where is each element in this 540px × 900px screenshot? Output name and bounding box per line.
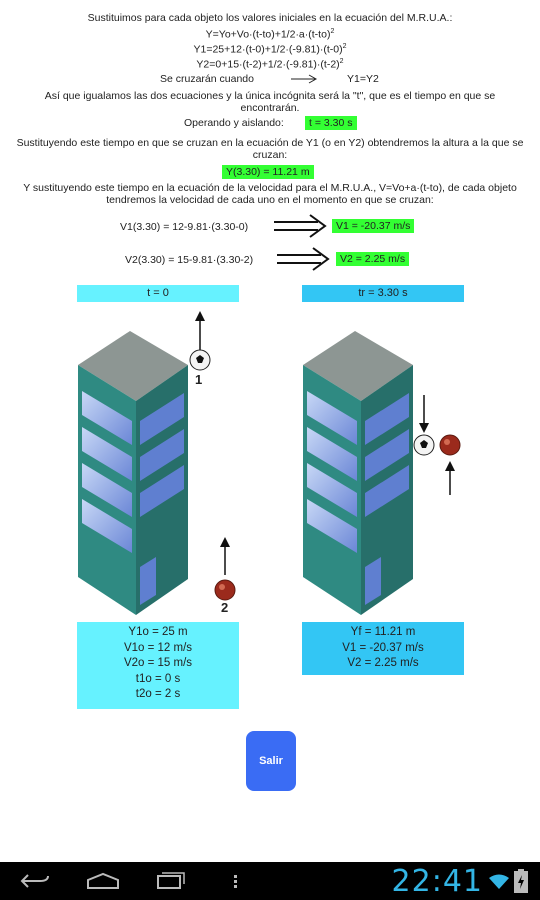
basketball-icon xyxy=(214,579,236,601)
status-clock: 22:41 xyxy=(391,864,483,899)
arrow-down-icon xyxy=(419,395,429,433)
operate-label: Operando y aislando: xyxy=(184,117,284,129)
v1-equation: V1(3.30) = 12-9.81·(3.30-0) xyxy=(120,221,249,233)
info-line: V2 = 2.25 m/s xyxy=(347,657,419,669)
navigation-bar: 22:41 xyxy=(0,862,540,900)
ball-2-label: 2 xyxy=(221,600,229,615)
right-info-panel: Yf = 11.21 m V1 = -20.37 m/s V2 = 2.25 m… xyxy=(302,622,464,675)
right-arrow-icon xyxy=(291,74,318,84)
info-line: t1o = 0 s xyxy=(135,672,181,685)
info-line: V1o = 12 m/s xyxy=(123,641,193,654)
v1-result: V1 = -20.37 m/s xyxy=(332,219,415,233)
soccer-ball-icon xyxy=(189,349,211,371)
equalize-text: Así que igualamos las dos ecuaciones y l… xyxy=(44,90,496,114)
arrow-up-icon xyxy=(445,461,455,495)
back-icon[interactable] xyxy=(20,872,50,890)
intro-text: Sustituimos para cada objeto los valores… xyxy=(87,12,453,24)
info-line: Y1o = 25 m xyxy=(128,626,188,638)
menu-icon[interactable] xyxy=(233,875,239,889)
arrow-up-icon xyxy=(195,311,205,351)
v2-equation: V2(3.30) = 15-9.81·(3.30-2) xyxy=(125,254,254,266)
substitute-y-text: Sustituyendo este tiempo en que se cruza… xyxy=(16,137,524,161)
info-line: V1 = -20.37 m/s xyxy=(342,641,424,654)
left-panel-title: t = 0 xyxy=(77,285,239,302)
right-building-scene xyxy=(303,331,461,615)
height-result: Y(3.30) = 11.21 m xyxy=(222,165,314,179)
recent-apps-icon[interactable] xyxy=(156,872,186,890)
right-panel-title: tr = 3.30 s xyxy=(302,285,464,302)
soccer-ball-icon xyxy=(413,434,435,456)
battery-icon xyxy=(514,869,528,893)
info-line: t2o = 2 s xyxy=(135,688,181,700)
arrow-up-icon xyxy=(220,537,230,575)
cross-label: Se cruzarán cuando xyxy=(160,73,254,85)
cross-condition: Y1=Y2 xyxy=(347,73,379,85)
building-right xyxy=(303,331,413,615)
ball-1-label: 1 xyxy=(195,372,203,387)
left-building-scene xyxy=(78,311,236,615)
double-arrow-icon xyxy=(277,247,330,271)
general-equation: Y=Yo+Vo·(t-to)+1/2·a·(t-to)2 xyxy=(205,28,335,41)
basketball-icon xyxy=(439,434,461,456)
building-left xyxy=(78,331,188,615)
home-icon[interactable] xyxy=(86,872,120,890)
v2-result: V2 = 2.25 m/s xyxy=(336,252,410,266)
info-line: Yf = 11.21 m xyxy=(350,626,416,638)
substitute-v-text: Y sustituyendo este tiempo en la ecuació… xyxy=(23,182,517,206)
y2-equation: Y2=0+15·(t-2)+1/2·(-9.81)·(t-2)2 xyxy=(196,58,344,71)
info-line: V2o = 15 m/s xyxy=(123,657,193,669)
time-result: t = 3.30 s xyxy=(305,116,357,130)
y1-equation: Y1=25+12·(t-0)+1/2·(-9.81)·(t-0)2 xyxy=(193,43,347,56)
left-info-panel: Y1o = 25 m V1o = 12 m/s V2o = 15 m/s t1o… xyxy=(77,622,239,709)
exit-button[interactable]: Salir xyxy=(246,731,296,791)
double-arrow-icon xyxy=(274,214,327,238)
wifi-icon xyxy=(489,874,509,889)
